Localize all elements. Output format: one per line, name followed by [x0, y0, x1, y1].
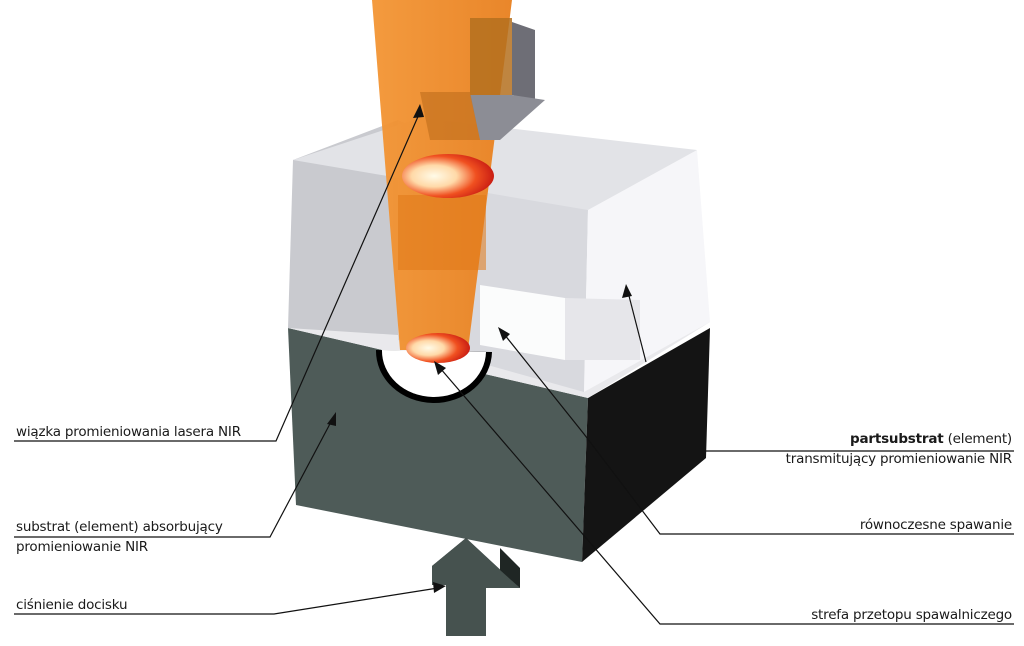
label-clamping-pressure: ciśnienie docisku	[16, 597, 127, 613]
upper-block-left-face	[288, 120, 398, 335]
label-absorbing-substrate-line1: substrat (element) absorbujący	[16, 519, 223, 535]
label-transmitting-part-bold: partsubstrat	[850, 431, 944, 447]
label-absorbing-substrate-line2: promieniowanie NIR	[16, 539, 148, 555]
label-transmitting-part-line1: partsubstrat (element)	[850, 431, 1012, 447]
lower-block-right-face	[582, 328, 710, 562]
label-weld-zone: strefa przetopu spawalniczego	[811, 607, 1012, 623]
optics-bracket	[420, 18, 545, 140]
weld-spot-lower	[406, 333, 470, 363]
weld-cavity	[375, 350, 492, 404]
pressure-arrow	[432, 538, 520, 636]
label-transmitting-part-line2: transmitujący promieniowanie NIR	[786, 451, 1012, 467]
weld-spots	[402, 154, 494, 363]
upper-block-notch-shade	[565, 298, 640, 360]
weld-spot-upper	[402, 154, 494, 198]
laser-beam-shade	[398, 195, 486, 270]
label-simultaneous-welding: równoczesne spawanie	[860, 517, 1012, 533]
label-transmitting-part-rest: (element)	[944, 431, 1013, 447]
label-laser-beam: wiązka promieniowania lasera NIR	[16, 424, 241, 440]
upper-block-notch	[480, 285, 565, 360]
leader-lines	[14, 104, 1014, 625]
lower-block-front-face	[288, 328, 588, 562]
